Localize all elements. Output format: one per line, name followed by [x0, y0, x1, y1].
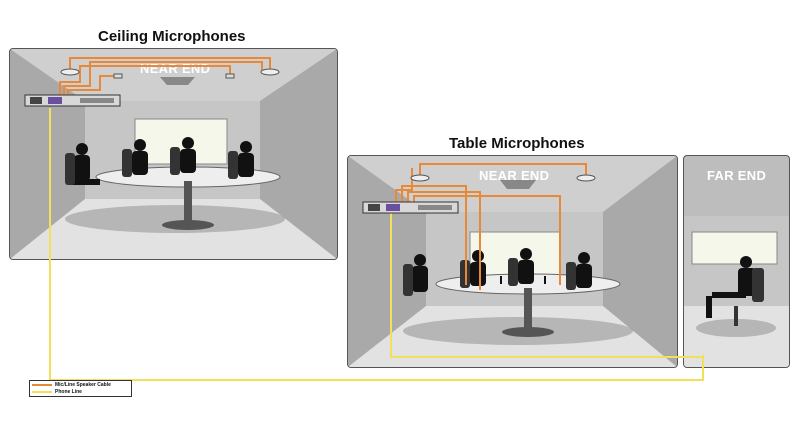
phone-line-table-room: [390, 213, 703, 358]
legend-label-phone: Phone Line: [55, 389, 82, 395]
far-end-illustration: [684, 216, 789, 367]
ceiling-near-end-label: NEAR END: [140, 61, 211, 76]
table-room-cables: [395, 163, 587, 290]
table-microphones-title: Table Microphones: [449, 135, 585, 152]
audio-processor-table: [362, 201, 459, 214]
legend-swatch-yellow: [32, 391, 52, 393]
legend-label-cable: Mic/Line Speaker Cable: [55, 382, 111, 388]
ceiling-near-end-room: NEAR END: [9, 48, 338, 260]
legend: Mic/Line Speaker Cable Phone Line: [29, 380, 132, 397]
table-near-end-label: NEAR END: [479, 168, 550, 183]
ceiling-room-illustration: [10, 49, 337, 259]
far-end-label: FAR END: [707, 168, 767, 183]
legend-swatch-orange: [32, 384, 52, 386]
audio-processor-ceiling: [24, 94, 121, 107]
ceiling-microphones-title: Ceiling Microphones: [98, 28, 246, 45]
table-ceiling-speakers: [410, 174, 596, 182]
legend-item-cable: Mic/Line Speaker Cable: [32, 382, 111, 388]
far-end-room: FAR END: [683, 155, 790, 368]
table-room-illustration: [348, 156, 677, 367]
phone-line: [49, 108, 704, 381]
ceiling-microphones: [60, 68, 280, 79]
legend-item-phone: Phone Line: [32, 389, 82, 395]
ceiling-room-cables: [59, 57, 271, 97]
table-near-end-room: NEAR END: [347, 155, 678, 368]
